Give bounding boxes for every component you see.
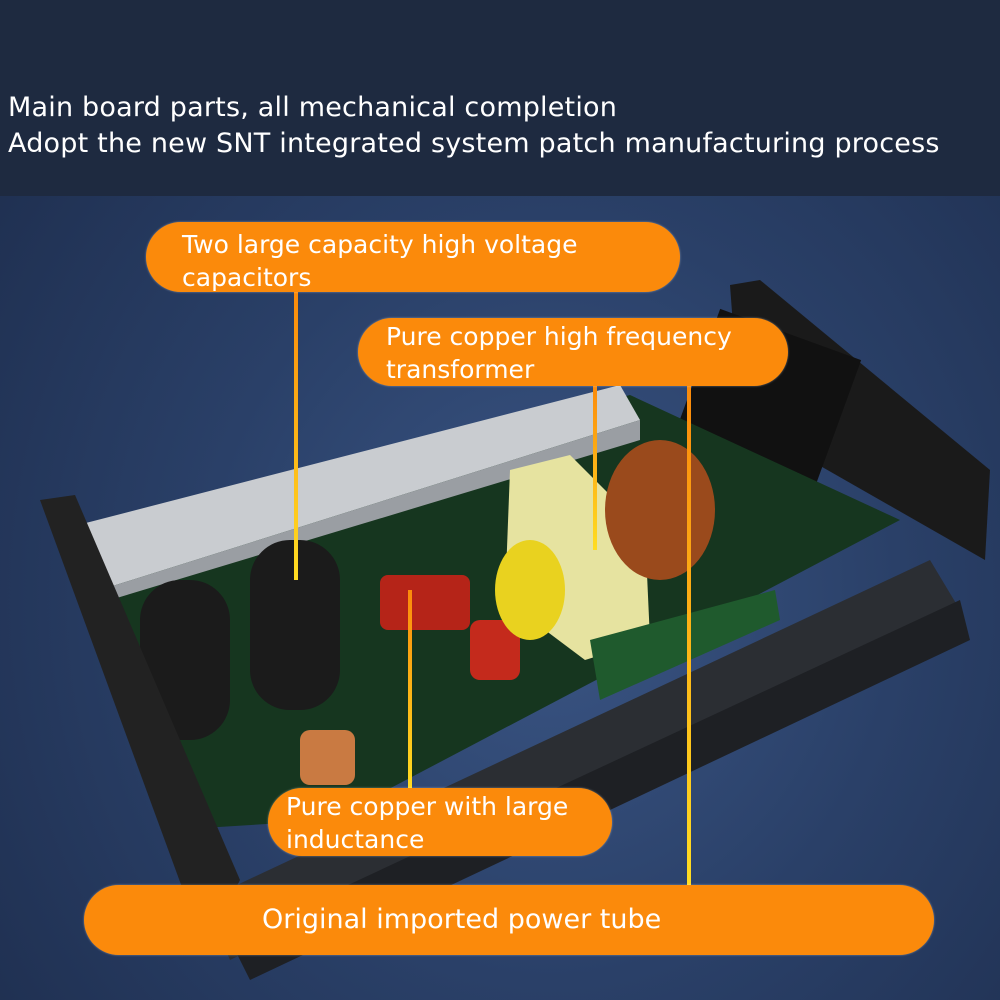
- headline-2: Adopt the new SNT integrated system patc…: [8, 128, 940, 159]
- callout-line-capacitors: [294, 290, 298, 580]
- callout-capacitors: Two large capacity high voltage capacito…: [146, 222, 680, 292]
- callout-line-inductance: [408, 590, 412, 790]
- headline-1: Main board parts, all mechanical complet…: [8, 92, 618, 123]
- callout-line-transformer: [593, 385, 597, 550]
- callout-power-tube: Original imported power tube: [84, 885, 934, 955]
- callout-line-power-tube: [687, 385, 691, 885]
- callout-inductance: Pure copper with large inductance: [268, 788, 612, 856]
- callout-transformer: Pure copper high frequency transformer: [358, 318, 788, 386]
- header-band: [0, 0, 1000, 196]
